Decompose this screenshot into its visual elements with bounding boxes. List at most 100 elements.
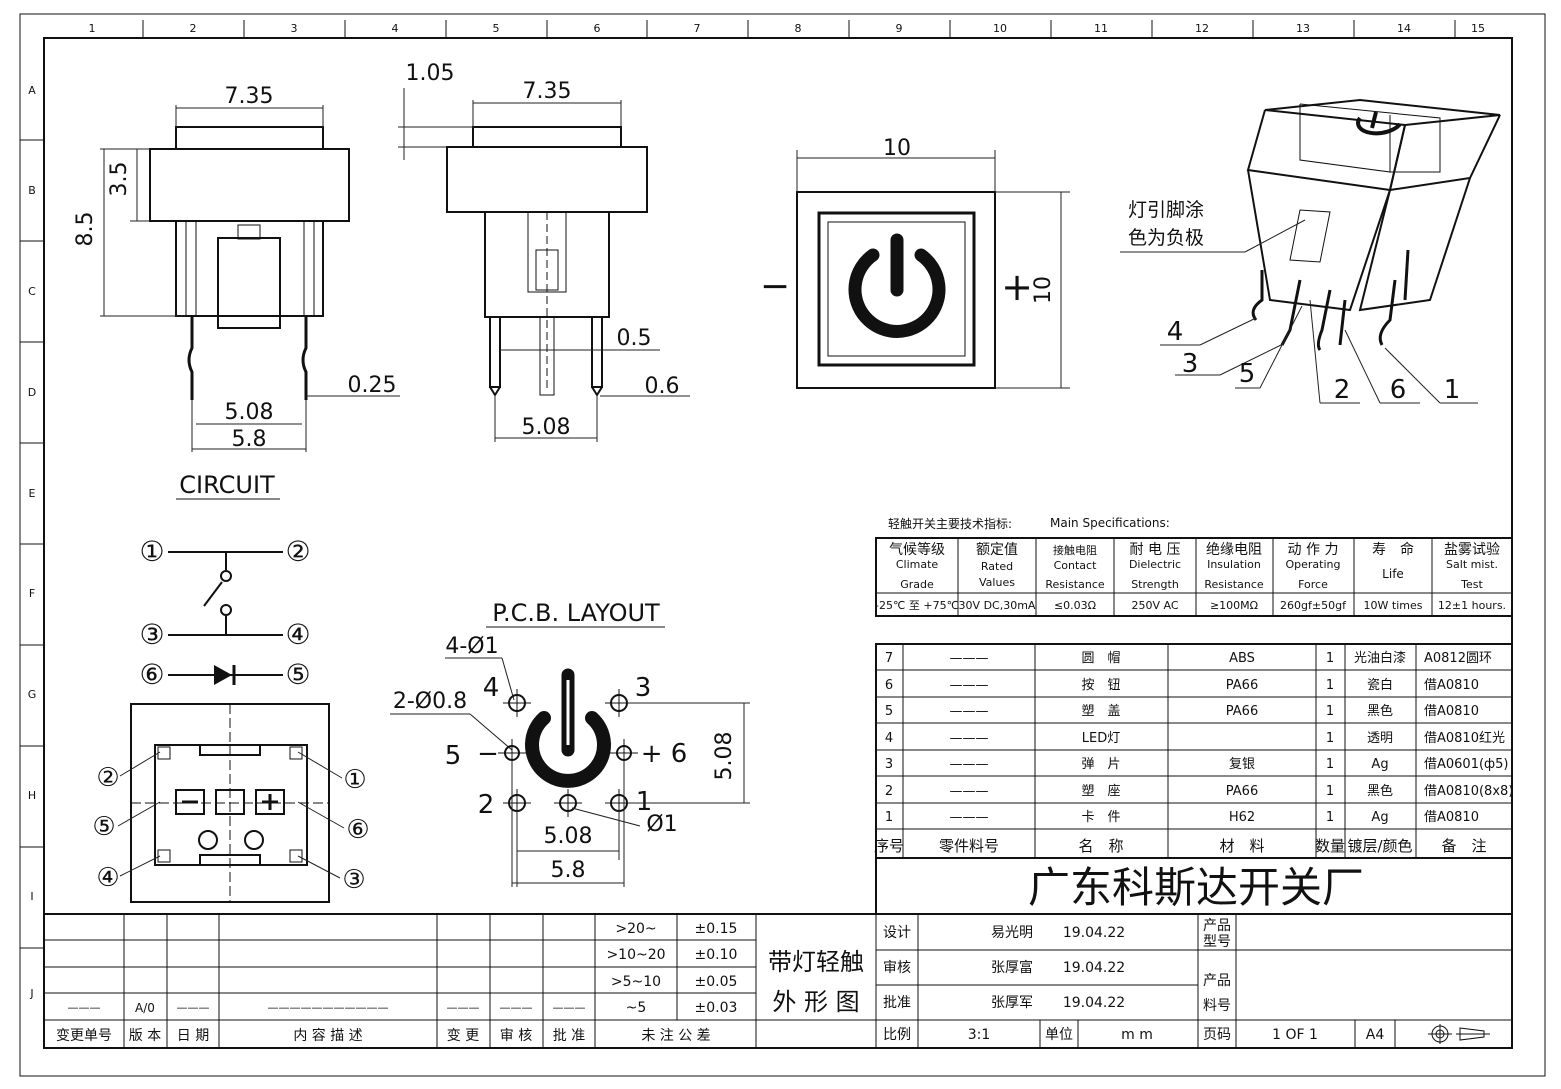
tolerance-block: >20~ ±0.15 >10~20 ±0.10 >5~10 ±0.05 ~5 ±… <box>606 921 737 1044</box>
design-label: 设计 <box>883 925 911 941</box>
spec-h0-cn: 气候等级 <box>889 541 945 558</box>
spec-v2: ≤0.03Ω <box>1054 599 1096 612</box>
bom-cell-no: 2 <box>885 784 893 799</box>
rev-v-version: A/0 <box>135 1001 155 1015</box>
bom-cell-name: 塑 座 <box>1081 784 1120 799</box>
iso-pin-4: 4 <box>1167 317 1184 347</box>
pcb-hole2: 2-Ø0.8 <box>393 689 467 714</box>
tol-range-0: >20~ <box>615 921 656 937</box>
col-12: 12 <box>1195 22 1209 35</box>
tol-range-2: >5~10 <box>611 974 661 990</box>
bom-header: 序号 零件料号 名 称 材 料 数量 镀层/颜色 备 注 <box>874 837 1487 855</box>
bom-cell-qty: 1 <box>1326 731 1334 746</box>
bom-h-part: 零件料号 <box>939 837 999 855</box>
spec-h4-cn: 绝缘电阻 <box>1206 542 1262 558</box>
bom-cell-no: 5 <box>885 704 893 719</box>
company-name: 广东科斯达开关厂 <box>1028 863 1364 912</box>
bom-cell-no: 6 <box>885 678 893 693</box>
led-diode-icon <box>214 665 232 685</box>
top-plus: + <box>1001 265 1033 309</box>
bom-h-no: 序号 <box>874 837 904 855</box>
pcb-hole4: 4-Ø1 <box>445 634 498 659</box>
spec-h2-cn: 接触电阻 <box>1053 543 1097 557</box>
bom-cell-qty: 1 <box>1326 704 1334 719</box>
front-pin-pitch: 5.08 <box>522 415 571 440</box>
bom-cell-qty: 1 <box>1326 810 1334 825</box>
bom-cell-part: ——— <box>950 678 989 693</box>
bom-cell-part: ——— <box>950 731 989 746</box>
iso-pin-6: 6 <box>1390 375 1407 405</box>
approve-label: 批准 <box>883 995 911 1011</box>
col-2: 2 <box>190 22 197 35</box>
pcb-layout: P.C.B. LAYOUT 4-Ø1 2-Ø0.8 4 3 5 − + 6 2 <box>390 599 750 887</box>
bottom-label-6: ⑥ <box>346 815 369 845</box>
bottom-label-1: ① <box>343 765 366 795</box>
spec-h6-en: Life <box>1382 567 1404 581</box>
pcb-dia: Ø1 <box>646 812 677 837</box>
iso-pin-3: 3 <box>1182 349 1199 379</box>
spec-h1-en2: Values <box>979 576 1015 589</box>
rev-h-date: 日 期 <box>177 1028 209 1044</box>
iso-pin-5: 5 <box>1239 359 1256 389</box>
spec-h1-en: Rated <box>981 560 1013 573</box>
product-title-line2: 外 形 图 <box>772 988 859 1016</box>
top-height: 10 <box>1031 276 1056 304</box>
pcb-pin-1: 1 <box>636 787 653 817</box>
front-view: 7.35 1.05 0.5 0.6 5.08 <box>398 61 690 442</box>
bom-cell-finish: Ag <box>1371 757 1388 772</box>
bom-cell-finish: 黑色 <box>1367 783 1393 799</box>
pcb-pin-5: 5 <box>445 741 462 771</box>
bom-cell-note: 借A0810(8x8) <box>1424 784 1513 799</box>
bom-cell-no: 7 <box>885 651 893 666</box>
spec-v7: 12±1 hours. <box>1438 599 1506 612</box>
revision-block: 变更单号 版 本 日 期 内 容 描 述 变 更 审 核 批 准 ——— A/0… <box>56 1001 586 1044</box>
bom-cell-finish: 瓷白 <box>1367 677 1393 693</box>
col-14: 14 <box>1397 22 1411 35</box>
spec-heading-cn: 轻触开关主要技术指标: <box>888 516 1012 531</box>
bom-cell-name: 卡 件 <box>1081 810 1120 825</box>
spec-v6: 10W times <box>1364 599 1423 612</box>
spec-v4: ≥100MΩ <box>1210 599 1258 612</box>
bom-cell-material: 复银 <box>1229 757 1255 772</box>
rev-v-approve: ——— <box>553 1001 586 1014</box>
bottom-label-4: ④ <box>96 863 119 893</box>
iso-note-line2: 色为负极 <box>1128 227 1204 249</box>
bom-cell-material: PA66 <box>1226 678 1258 693</box>
col-1: 1 <box>89 22 96 35</box>
column-ticks <box>142 20 1456 38</box>
col-5: 5 <box>493 22 500 35</box>
rev-h-review: 审 核 <box>500 1028 532 1044</box>
scale-label: 比例 <box>883 1027 911 1043</box>
rev-v-change: ——— <box>447 1001 480 1014</box>
spec-v3: 250V AC <box>1131 599 1178 612</box>
row-i: I <box>30 890 33 903</box>
circuit-title: CIRCUIT <box>179 471 275 499</box>
row-b: B <box>28 184 36 197</box>
col-7: 7 <box>694 22 701 35</box>
model-label-2: 型号 <box>1203 934 1231 950</box>
spec-h6-cn: 寿 命 <box>1372 541 1414 558</box>
rev-v-change-no: ——— <box>68 1001 101 1014</box>
tol-value-2: ±0.05 <box>695 974 738 990</box>
spec-v5: 260gf±50gf <box>1280 599 1347 612</box>
bom-cell-material: H62 <box>1229 810 1255 825</box>
bom-h-material: 材 料 <box>1219 837 1264 855</box>
side-top-width: 7.35 <box>225 84 274 109</box>
tol-range-1: >10~20 <box>606 947 665 963</box>
bom-cell-material: PA66 <box>1226 784 1258 799</box>
spec-h5-cn: 动 作 力 <box>1288 542 1339 558</box>
rev-v-date: ——— <box>177 1001 210 1014</box>
approve-date: 19.04.22 <box>1063 995 1125 1011</box>
pcb-height: 5.08 <box>712 732 737 781</box>
approve-name: 张厚军 <box>991 995 1033 1011</box>
scale-value: 3:1 <box>968 1027 991 1043</box>
bom-cell-part: ——— <box>950 757 989 772</box>
circuit-node-5: ⑤ <box>285 658 310 691</box>
outer-frame <box>19 13 1546 1077</box>
spec-h5-en: Operating <box>1286 558 1341 571</box>
bom-cell-no: 4 <box>885 731 893 746</box>
rev-h-change-no: 变更单号 <box>56 1028 112 1044</box>
bom-cell-note: 借A0810 <box>1424 704 1479 719</box>
bom-grid <box>875 643 1513 859</box>
